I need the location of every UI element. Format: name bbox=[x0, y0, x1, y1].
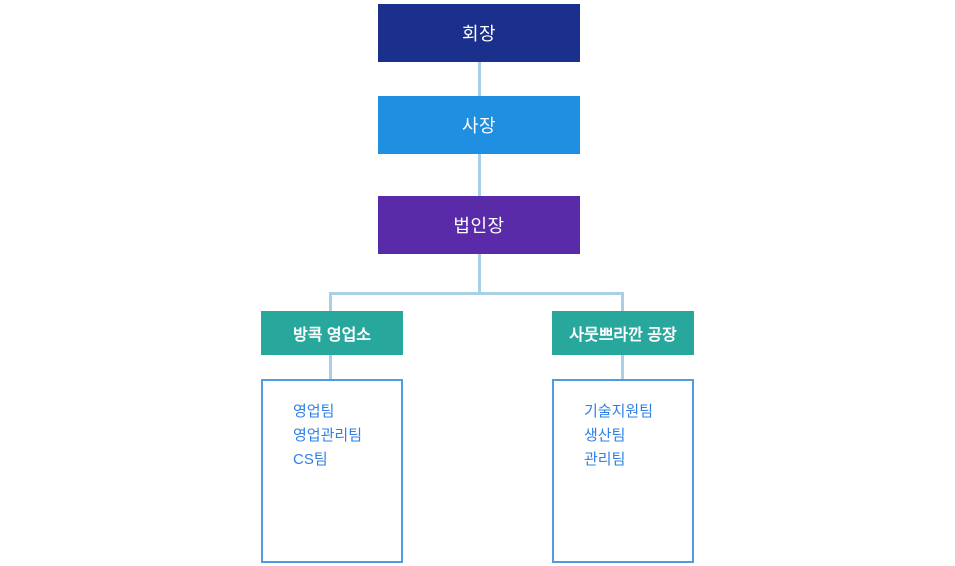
team-list-item: 영업팀 bbox=[293, 403, 335, 420]
org-node-president: 사장 bbox=[378, 96, 580, 154]
org-node-label: 사장 bbox=[461, 116, 497, 136]
org-node-corporate-head: 법인장 bbox=[378, 196, 580, 254]
team-list-box-bangkok: 영업팀 영업관리팀 CS팀 bbox=[261, 379, 403, 563]
org-node-label: 사뭇쁘라깐 공장 bbox=[569, 327, 677, 344]
connector-line-branch-horizontal bbox=[329, 292, 624, 295]
connector-line-chairman-president bbox=[478, 62, 481, 96]
connector-line-president-corporate-head bbox=[478, 154, 481, 196]
connector-line-right-teams-drop bbox=[621, 355, 624, 379]
team-list-item: 관리팀 bbox=[584, 451, 626, 468]
org-node-label: 법인장 bbox=[453, 216, 505, 236]
team-list-item: 영업관리팀 bbox=[293, 427, 363, 444]
team-list-item: 생산팀 bbox=[584, 427, 626, 444]
org-node-bangkok-sales-office: 방콕 영업소 bbox=[261, 311, 403, 355]
connector-line-corporate-head-branches bbox=[478, 254, 481, 293]
org-node-samut-prakan-factory: 사뭇쁘라깐 공장 bbox=[552, 311, 694, 355]
org-node-label: 회장 bbox=[461, 24, 497, 44]
team-list-item: CS팀 bbox=[293, 451, 328, 468]
connector-line-left-teams-drop bbox=[329, 355, 332, 379]
org-node-label: 방콕 영업소 bbox=[292, 327, 372, 344]
team-list-box-samut-prakan: 기술지원팀 생산팀 관리팀 bbox=[552, 379, 694, 563]
team-list-item: 기술지원팀 bbox=[584, 403, 654, 420]
connector-line-left-branch-drop bbox=[329, 292, 332, 311]
connector-line-right-branch-drop bbox=[621, 292, 624, 311]
org-node-chairman: 회장 bbox=[378, 4, 580, 62]
